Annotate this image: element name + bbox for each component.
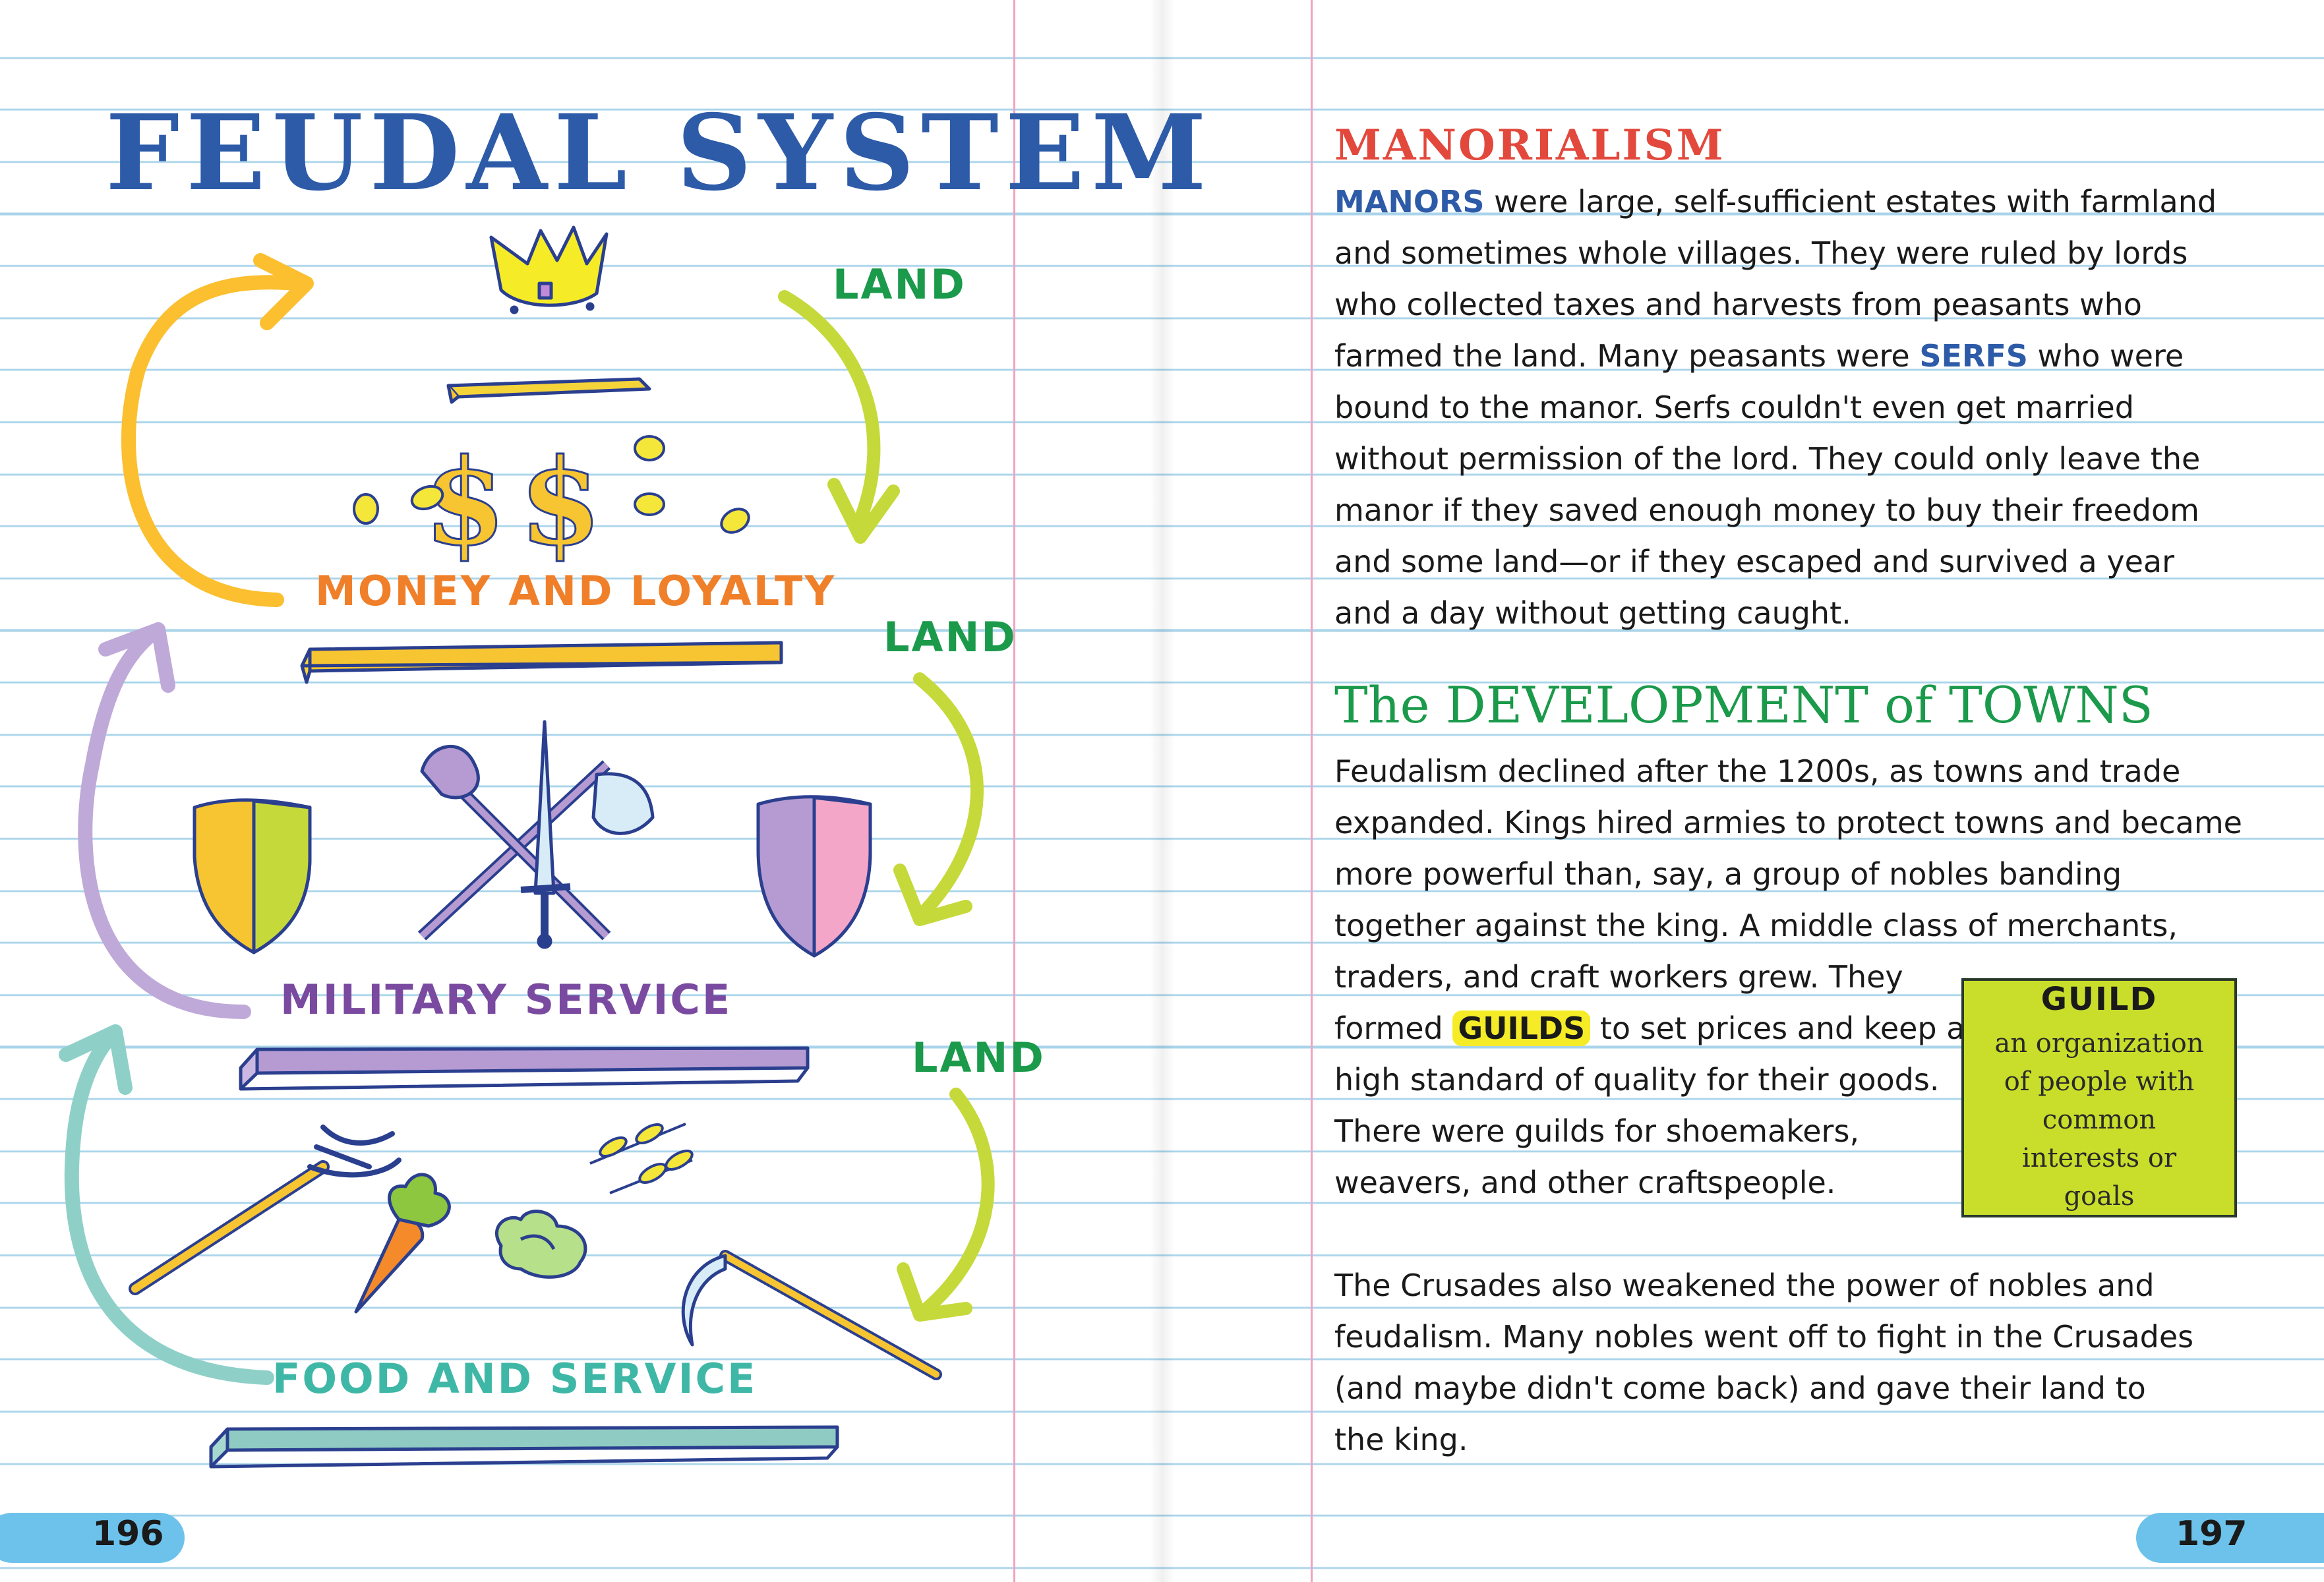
text-fragment: who were xyxy=(2027,338,2184,374)
cabbage-icon xyxy=(495,1210,587,1279)
text-fragment: were large, self-sufficient estates with… xyxy=(1484,184,2217,220)
towns-paragraph: Feudalism declined after the 1200s, as t… xyxy=(1334,746,2242,1208)
pitchfork-icon xyxy=(129,1125,402,1295)
text-line: and a day without getting caught. xyxy=(1334,595,1851,631)
text-line: bound to the manor. Serfs couldn't even … xyxy=(1334,390,2134,425)
carrot-icon xyxy=(354,1173,451,1314)
heading-manorialism: MANORIALISM xyxy=(1334,121,1725,170)
tier-label-military-service: MILITARY SERVICE xyxy=(280,976,732,1024)
dollar-sign-left: $ xyxy=(423,433,506,572)
weapons-icon xyxy=(417,720,655,949)
guild-box-title: GUILD xyxy=(2041,980,2158,1018)
text-fragment: formed xyxy=(1334,1011,1453,1046)
keyword-guilds: GUILDS xyxy=(1452,1011,1591,1046)
arrow-food-to-knights xyxy=(59,1024,274,1385)
guild-box-definition: an organization of people with common in… xyxy=(1994,1028,2204,1212)
tier-label-food-and-service: FOOD AND SERVICE xyxy=(272,1355,758,1403)
wheat-icon xyxy=(589,1123,694,1194)
keyword-manors: MANORS xyxy=(1334,184,1485,220)
plank-money xyxy=(300,641,783,684)
dollar-sign-right: $ xyxy=(519,433,601,572)
text-line: who collected taxes and harvests from pe… xyxy=(1334,287,2142,322)
right-page-margin-line xyxy=(1311,0,1313,1582)
shield-icon-left xyxy=(193,798,312,954)
text-line: formed GUILDS to set prices and keep a xyxy=(1334,1003,2242,1054)
text-line: weavers, and other craftspeople. xyxy=(1334,1165,1836,1200)
arrow-knights-land xyxy=(897,1088,995,1322)
plank-military xyxy=(239,1046,810,1091)
book-gutter xyxy=(1150,0,1175,1582)
text-line: and some land—or if they escaped and sur… xyxy=(1334,544,2174,579)
page-tab-left xyxy=(0,1513,185,1563)
arrow-king-land xyxy=(778,290,900,544)
text-line: without permission of the lord. They cou… xyxy=(1334,441,2201,477)
text-fragment: to set prices and keep a xyxy=(1590,1011,1965,1046)
text-line: more powerful than, say, a group of nobl… xyxy=(1334,856,2122,892)
text-line: the king. xyxy=(1334,1422,1468,1457)
scythe-icon xyxy=(681,1250,942,1380)
text-line: high standard of quality for their goods… xyxy=(1334,1062,1940,1098)
text-line: feudalism. Many nobles went off to fight… xyxy=(1334,1319,2194,1355)
text-line: traders, and craft workers grew. They xyxy=(1334,959,1903,995)
shield-icon-right xyxy=(756,795,872,958)
crusades-paragraph: The Crusades also weakened the power of … xyxy=(1334,1260,2193,1465)
text-line: MANORS were large, self-sufficient estat… xyxy=(1334,176,2217,227)
text-line: manor if they saved enough money to buy … xyxy=(1334,492,2199,528)
money-icon: $ $ xyxy=(353,432,750,573)
plank-king xyxy=(446,377,651,404)
text-line: (and maybe didn't come back) and gave th… xyxy=(1334,1370,2146,1406)
heading-development-of-towns: The DEVELOPMENT of TOWNS xyxy=(1334,676,2153,734)
text-line: together against the king. A middle clas… xyxy=(1334,908,2178,943)
land-label-king: LAND xyxy=(833,260,967,308)
crown-icon xyxy=(489,225,609,314)
land-label-knights: LAND xyxy=(912,1034,1046,1082)
tier-label-money-and-loyalty: MONEY AND LOYALTY xyxy=(315,567,837,615)
text-fragment: farmed the land. Many peasants were xyxy=(1334,338,1920,374)
feudal-diagram: $ $ xyxy=(59,225,995,1469)
plank-food xyxy=(209,1425,839,1469)
text-line: farmed the land. Many peasants were SERF… xyxy=(1334,330,2217,382)
manorialism-paragraph: MANORS were large, self-sufficient estat… xyxy=(1334,176,2217,639)
text-line: expanded. Kings hired armies to protect … xyxy=(1334,805,2242,840)
text-line: The Crusades also weakened the power of … xyxy=(1334,1268,2155,1303)
arrow-lords-land xyxy=(893,672,984,926)
page-number-left: 196 xyxy=(92,1514,164,1554)
page-number-right: 197 xyxy=(2176,1514,2248,1554)
left-page-margin-line xyxy=(1013,0,1015,1582)
text-line: There were guilds for shoemakers, xyxy=(1334,1113,1860,1149)
page-tab-right xyxy=(2136,1513,2324,1563)
text-line: Feudalism declined after the 1200s, as t… xyxy=(1334,753,2181,789)
arrow-military-to-lords xyxy=(78,622,251,1019)
text-line: and sometimes whole villages. They were … xyxy=(1334,235,2188,271)
land-label-lords: LAND xyxy=(883,613,1017,661)
arrow-money-to-king xyxy=(121,253,314,607)
coin-icons xyxy=(353,435,750,534)
keyword-serfs: SERFS xyxy=(1919,338,2028,374)
guild-definition-box: GUILD an organization of people with com… xyxy=(1961,978,2237,1217)
